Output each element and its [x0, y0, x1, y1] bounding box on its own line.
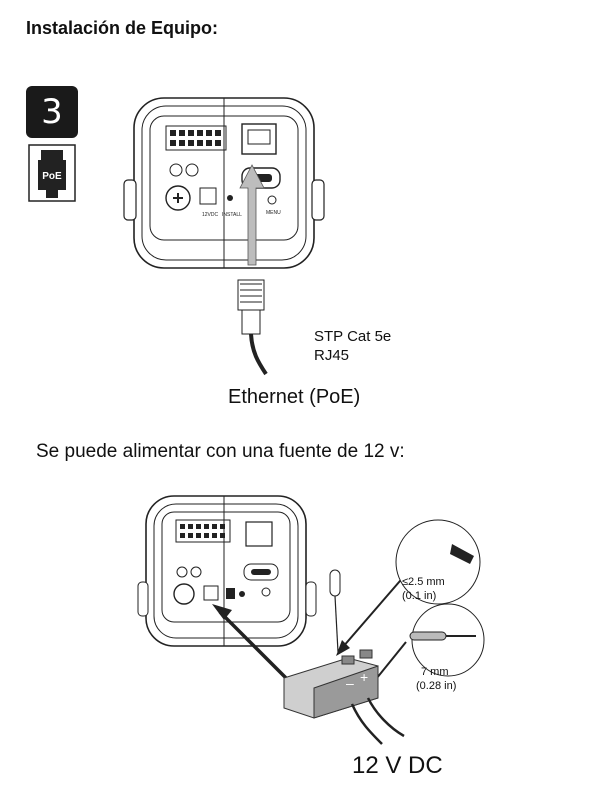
blade-size-inch-label: (0.1 in) [402, 590, 437, 602]
wire-strip-label: 7 mm [421, 666, 449, 678]
rj45-plug [237, 279, 268, 376]
poe-icon-label: PoE [42, 171, 62, 182]
terminal-minus-label: – [346, 675, 354, 691]
cable-type-label: STP Cat 5e [314, 328, 392, 345]
power-port-label: 12VDC [202, 212, 219, 218]
dc-caption: 12 V DC [352, 752, 443, 779]
poe-connector-icon: PoE [28, 144, 76, 202]
connector-type-label: RJ45 [314, 347, 350, 364]
io-terminal-block [165, 125, 227, 151]
ethernet-caption: Ethernet (PoE) [228, 386, 361, 408]
terminal-plus-label: + [360, 669, 368, 685]
step-number-badge: 3 [26, 86, 78, 138]
install-label: INSTALL [222, 212, 242, 218]
page-title: Instalación de Equipo: [26, 18, 219, 38]
camera-ethernet-figure: 12VDC INSTALL MENU [123, 97, 325, 376]
wire-strip-inch-label: (0.28 in) [416, 680, 457, 692]
camera-power-figure: – + [137, 495, 485, 745]
terminal-block-connector: – + [283, 649, 379, 719]
rj45-port [241, 123, 277, 155]
blade-size-label: ≤2.5 mm [402, 576, 445, 588]
menu-label: MENU [266, 210, 281, 216]
power-supply-text: Se puede alimentar con una fuente de 12 … [36, 441, 405, 462]
